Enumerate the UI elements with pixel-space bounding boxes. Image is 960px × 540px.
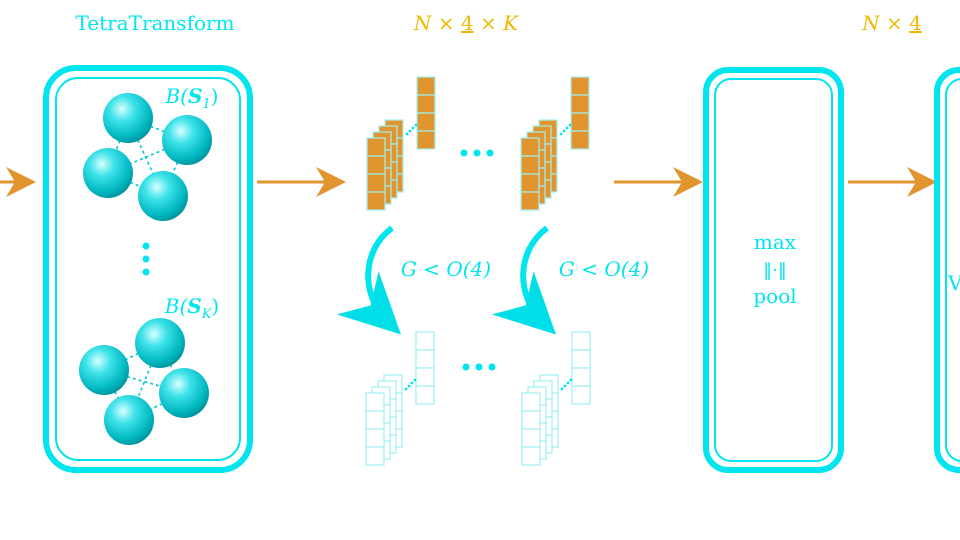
tetrahedron-s1 [83, 93, 212, 221]
sphere-icon [103, 93, 153, 143]
tetrahedron-sk [79, 318, 209, 445]
shape-right-n: N [861, 11, 881, 35]
curved-arrow-icon [491, 225, 556, 335]
sphere-icon [159, 368, 209, 418]
sphere-icon [162, 115, 212, 165]
sphere-icon [83, 148, 133, 198]
tetratransform-title: TetraTransform [75, 11, 234, 35]
tensor-stacks-transformed [365, 331, 591, 466]
ellipsis-icon [460, 149, 494, 157]
label-b-s1: B(S1) [164, 84, 218, 112]
ellipsis-icon [462, 363, 496, 371]
shape-n: N [413, 11, 433, 35]
curved-arrow-icon [336, 225, 401, 335]
sphere-icon [104, 395, 154, 445]
group-action-right: G < O(4) [559, 257, 649, 281]
shape-label-nx4: N × 4 [861, 11, 922, 35]
tetra-box [43, 65, 253, 473]
tensor-stack-icon [520, 76, 590, 211]
sphere-icon [79, 345, 129, 395]
shape-4: 4 [461, 11, 474, 35]
shape-label-nxk: N × 4 × K [413, 11, 519, 35]
pool-label-norm: ‖·‖ [763, 260, 787, 281]
shape-right-4: 4 [909, 11, 922, 35]
tensor-stack-icon [366, 76, 436, 211]
tensor-stack-icon [521, 331, 591, 466]
tensor-stacks-original [366, 76, 590, 211]
sphere-icon [135, 318, 185, 368]
group-action-left: G < O(4) [401, 257, 491, 281]
tensor-stack-icon [365, 331, 435, 466]
pool-label-max: max [754, 230, 797, 254]
shape-k: K [502, 11, 519, 35]
pool-box [703, 67, 844, 473]
next-box-label: V [947, 271, 960, 295]
next-box-partial [934, 67, 960, 473]
label-b-sk: B(SK) [164, 294, 219, 322]
sphere-icon [138, 171, 188, 221]
vertical-ellipsis-icon [142, 242, 150, 276]
pool-label-pool: pool [753, 284, 796, 308]
